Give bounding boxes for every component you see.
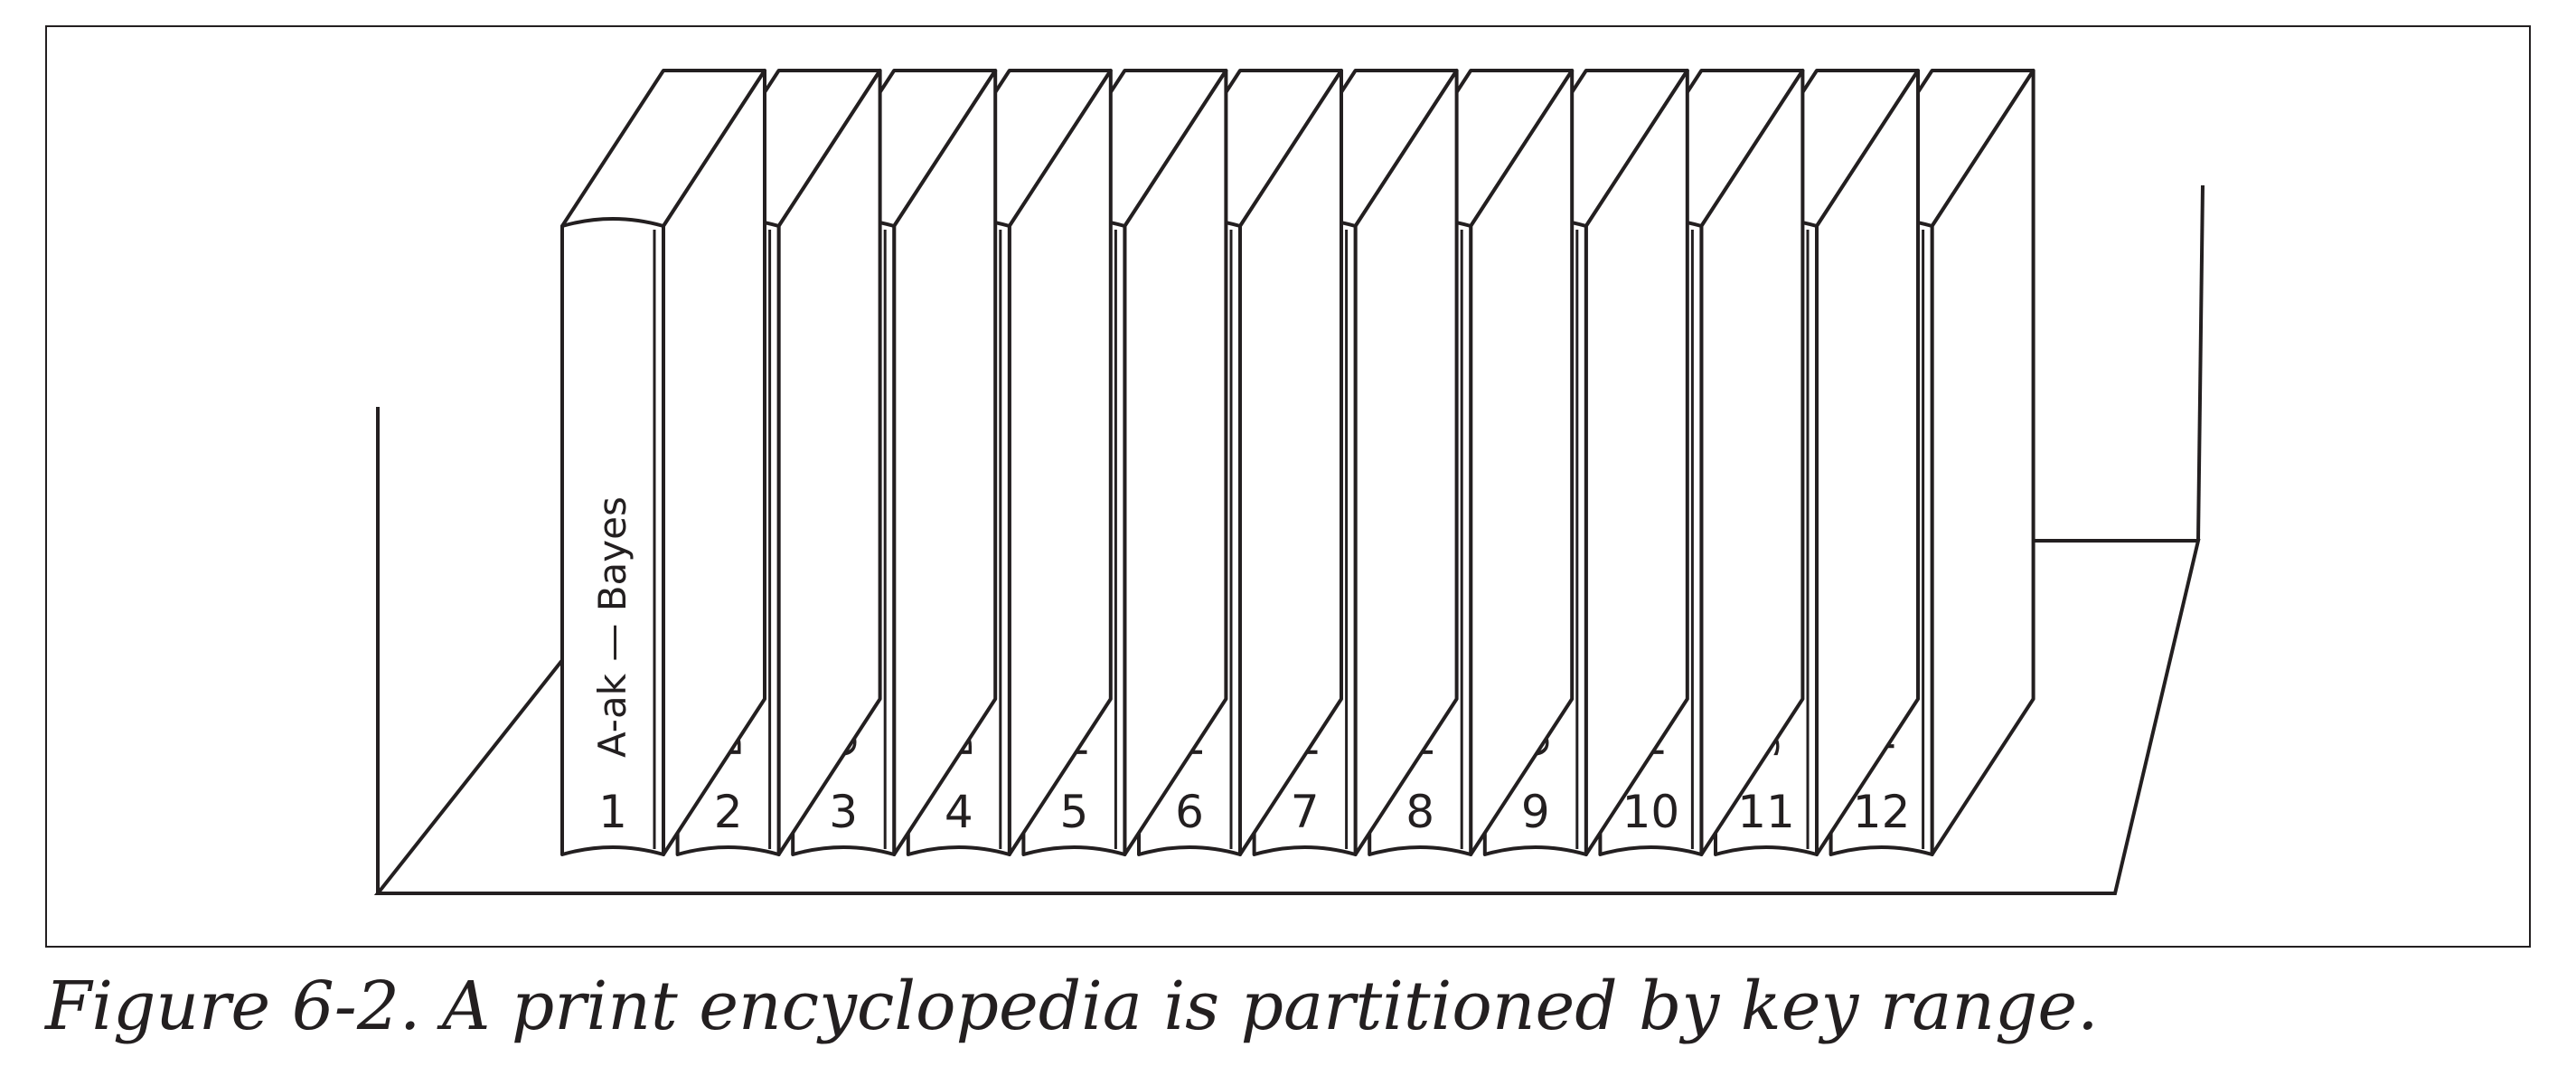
book-volume-number: 2 bbox=[714, 786, 743, 838]
book-volume-number: 4 bbox=[945, 786, 973, 838]
book-volume-number: 8 bbox=[1406, 786, 1434, 838]
book-volume-number: 10 bbox=[1622, 786, 1680, 838]
book-volume-number: 9 bbox=[1521, 786, 1550, 838]
book-volume-number: 7 bbox=[1291, 786, 1320, 838]
book-volume-number: 1 bbox=[598, 786, 627, 838]
book-volume: A-ak — Bayes 1 bbox=[560, 69, 766, 856]
book-spine bbox=[560, 217, 665, 856]
books: Trudeau — Zywiec12Solovyov — Truck11Reti… bbox=[560, 69, 2035, 856]
book-volume-number: 11 bbox=[1737, 786, 1795, 838]
book-volume-number: 5 bbox=[1059, 786, 1088, 838]
book-volume-number: 12 bbox=[1853, 786, 1911, 838]
shelf-right-upright bbox=[2196, 184, 2205, 542]
book-key-range: A-ak — Bayes bbox=[590, 496, 635, 758]
book-volume-number: 6 bbox=[1175, 786, 1204, 838]
book-volume-number: 3 bbox=[829, 786, 858, 838]
figure-caption: Figure 6-2. A print encyclopedia is part… bbox=[45, 967, 2099, 1045]
